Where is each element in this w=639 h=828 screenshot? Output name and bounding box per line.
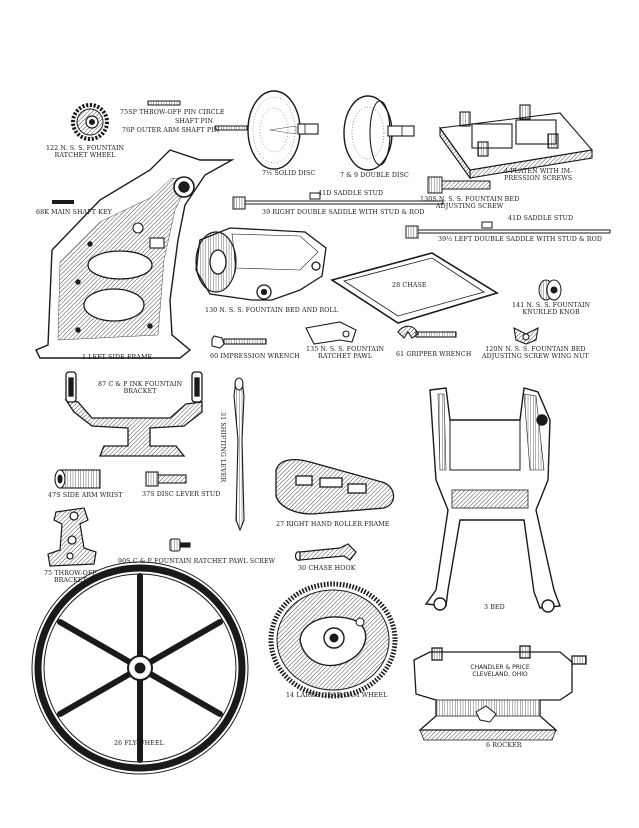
left-side-frame-drawing bbox=[35, 149, 235, 359]
wing-nut-label: 120N N. S. S. FOUNTAIN BED ADJUSTING SCR… bbox=[482, 346, 589, 361]
knurled-knob-drawing bbox=[538, 279, 562, 301]
bed-adjusting-screw-label-line2: ADJUSTING SCREW bbox=[435, 203, 504, 211]
rocker-label: 6 ROCKER bbox=[486, 742, 522, 749]
ink-fountain-bracket-label-line1: 87 C & P INK FOUNTAIN bbox=[98, 381, 183, 388]
platen-label-line1: 4 PLATEN WITH IM- bbox=[504, 168, 573, 175]
bed-adjusting-screw-label-line1: 130S N. S. S. FOUNTAIN BED bbox=[420, 196, 520, 203]
left-side-frame-label: 1 LEFT SIDE FRAME bbox=[82, 354, 153, 361]
ratchet-wheel-label: 122 N. S. S. FOUNTAIN RATCHET WHEEL bbox=[46, 145, 124, 160]
ratchet-pawl-label-line1: 135 N. S. S. FOUNTAIN bbox=[306, 346, 385, 353]
ratchet-pawl-label-line2: RATCHET PAWL bbox=[318, 353, 373, 361]
main-shaft-key-drawing bbox=[52, 200, 74, 204]
left-double-saddle-label: 39½ LEFT DOUBLE SADDLE WITH STUD & ROD bbox=[438, 236, 603, 243]
platen-label: 4 PLATEN WITH IM- PRESSION SCREWS bbox=[504, 168, 572, 183]
saddle-stud-right-label: 41D SADDLE STUD bbox=[318, 190, 384, 197]
bed-label: 3 BED bbox=[484, 604, 505, 611]
ratchet-pawl-label: 135 N. S. S. FOUNTAIN RATCHET PAWL bbox=[306, 346, 384, 361]
cam-wheel-drawing bbox=[268, 581, 398, 699]
throw-off-pins-drawing bbox=[147, 100, 248, 131]
ratchet-wheel-drawing bbox=[71, 103, 109, 141]
chase-label: 28 CHASE bbox=[392, 282, 427, 289]
throw-off-bracket-label-line2: BRACKET bbox=[53, 577, 87, 585]
ratchet-pawl-drawing bbox=[305, 321, 357, 345]
saddle-stud-left-label: 41D SADDLE STUD bbox=[508, 215, 574, 222]
shifting-lever-drawing bbox=[233, 377, 245, 532]
shaft-pin-label: SHAFT PIN bbox=[175, 118, 214, 125]
rocker-drawing bbox=[413, 645, 587, 741]
fly-wheel-drawing bbox=[31, 561, 249, 775]
rocker-plate-line1: CHANDLER & PRICE bbox=[470, 664, 530, 671]
throw-off-bracket-label-line1: 75 THROW-OFF bbox=[44, 570, 97, 577]
side-arm-wrist-drawing bbox=[54, 469, 101, 489]
double-disc-label: 7 & 9 DOUBLE DISC bbox=[340, 172, 409, 179]
wing-nut-drawing bbox=[513, 327, 539, 345]
roller-frame-label: 27 RIGHT HAND ROLLER FRAME bbox=[276, 521, 390, 528]
fountain-bed-roll-drawing bbox=[195, 227, 327, 301]
ratchet-pawl-screw-drawing bbox=[169, 538, 191, 552]
throw-off-bracket-label: 75 THROW-OFF BRACKET bbox=[44, 570, 97, 585]
ink-fountain-bracket-label-line2: BRACKET bbox=[123, 388, 157, 396]
ratchet-wheel-label-line1: 122 N. S. S. FOUNTAIN bbox=[46, 145, 125, 152]
chase-hook-label: 30 CHASE HOOK bbox=[298, 565, 356, 572]
solid-disc-drawing bbox=[247, 90, 319, 170]
impression-wrench-drawing bbox=[211, 335, 267, 349]
side-arm-wrist-label: 47S SIDE ARM WRIST bbox=[48, 492, 123, 499]
main-shaft-key-label: 68K MAIN SHAFT KEY bbox=[36, 209, 112, 216]
right-double-saddle-label: 39 RIGHT DOUBLE SADDLE WITH STUD & ROD bbox=[262, 209, 425, 216]
gripper-wrench-drawing bbox=[397, 325, 457, 339]
ratchet-wheel-label-line2: RATCHET WHEEL bbox=[54, 152, 116, 160]
roller-frame-drawing bbox=[275, 458, 395, 515]
rocker-plate-line2: CLEVELAND, OHIO bbox=[472, 671, 528, 678]
cam-wheel-label: 14 LARGE GEAR CAM WHEEL bbox=[286, 692, 388, 699]
chase-hook-drawing bbox=[294, 543, 357, 561]
platen-drawing bbox=[439, 104, 594, 180]
fly-wheel-label: 26 FLY-WHEEL bbox=[114, 740, 164, 747]
wing-nut-label-line1: 120N N. S. S. FOUNTAIN BED bbox=[485, 346, 586, 353]
ink-fountain-bracket-label: 87 C & P INK FOUNTAIN BRACKET bbox=[98, 381, 182, 396]
ink-fountain-bracket-drawing bbox=[64, 371, 203, 457]
fountain-bed-roll-label: 130 N. S. S. FOUNTAIN BED AND ROLL bbox=[205, 307, 339, 314]
knurled-knob-label-line2: KNURLED KNOB bbox=[522, 309, 580, 317]
right-double-saddle-drawing bbox=[232, 192, 444, 210]
disc-lever-stud-drawing bbox=[145, 471, 187, 487]
ratchet-pawl-screw-label: 90S C & P FOUNTAIN RATCHET PAWL SCREW bbox=[118, 558, 276, 565]
throw-off-bracket-drawing bbox=[47, 507, 97, 567]
rocker-maker-plate: CHANDLER & PRICE CLEVELAND, OHIO bbox=[462, 664, 538, 678]
outer-arm-shaft-pin-label: 76P OUTER ARM SHAFT PIN bbox=[122, 127, 220, 134]
impression-wrench-label: 60 IMPRESSION WRENCH bbox=[210, 353, 300, 360]
shifting-lever-label: 31 SHIFTING LEVER bbox=[219, 412, 226, 483]
disc-lever-stud-label: 37S DISC LEVER STUD bbox=[142, 491, 221, 498]
left-double-saddle-drawing bbox=[405, 221, 611, 239]
double-disc-drawing bbox=[343, 95, 415, 171]
bed-adjusting-screw-label: 130S N. S. S. FOUNTAIN BED ADJUSTING SCR… bbox=[420, 196, 519, 211]
throw-off-pin-label: 75SP THROW-OFF PIN CIRCLE bbox=[120, 109, 225, 116]
gripper-wrench-label: 61 GRIPPER WRENCH bbox=[396, 351, 472, 358]
platen-label-line2: PRESSION SCREWS bbox=[504, 175, 573, 183]
knurled-knob-label-line1: 141 N. S. S. FOUNTAIN bbox=[512, 302, 591, 309]
bed-adjusting-screw-drawing bbox=[427, 176, 491, 194]
bed-drawing bbox=[424, 387, 561, 613]
wing-nut-label-line2: ADJUSTING SCREW WING NUT bbox=[482, 353, 589, 361]
knurled-knob-label: 141 N. S. S. FOUNTAIN KNURLED KNOB bbox=[512, 302, 590, 317]
solid-disc-label: 7½ SOLID DISC bbox=[262, 170, 316, 177]
chase-drawing bbox=[330, 252, 499, 324]
